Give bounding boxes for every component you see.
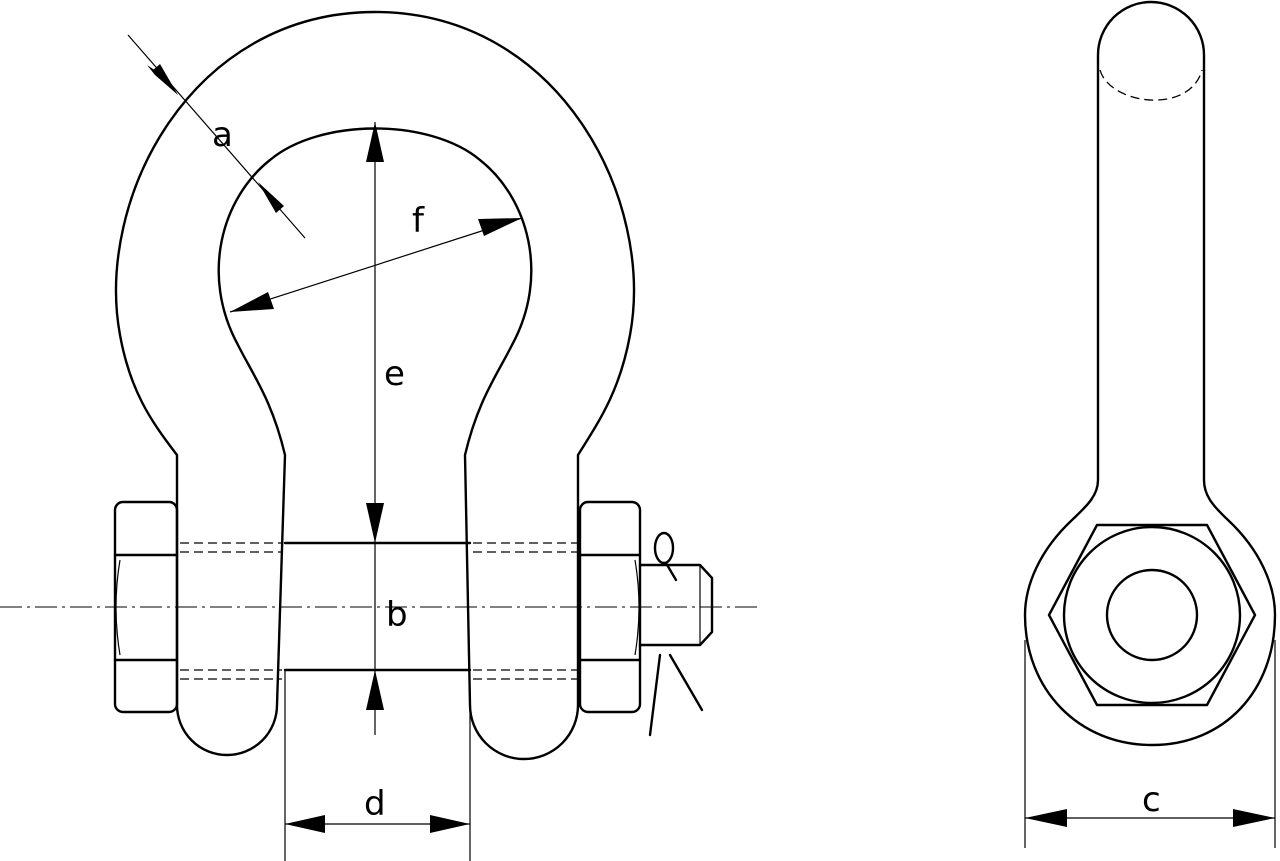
bow-body — [114, 10, 636, 761]
dimension-b — [366, 543, 384, 735]
dimension-f — [229, 217, 523, 313]
label-e: e — [384, 354, 405, 394]
side-body — [1023, 0, 1277, 747]
pin-end — [638, 563, 714, 647]
side-body-hidden — [1099, 69, 1203, 101]
side-pin-end — [1105, 568, 1199, 662]
label-a: a — [212, 115, 233, 155]
label-c: c — [1142, 780, 1161, 820]
side-washer — [1062, 525, 1242, 705]
side-nut-hexagon — [1047, 523, 1257, 707]
pin-body — [283, 541, 472, 672]
shackle-side-view — [1023, 0, 1277, 747]
label-f: f — [412, 201, 425, 241]
shackle-front-view — [0, 10, 760, 761]
label-b: b — [386, 595, 408, 635]
dimension-d — [284, 670, 471, 861]
cotter-pin — [648, 531, 704, 737]
dimension-e — [366, 122, 384, 543]
pin-hidden-lines — [180, 542, 578, 680]
label-d: d — [364, 784, 386, 824]
dimension-a — [127, 34, 306, 239]
dimension-c — [1024, 640, 1276, 848]
